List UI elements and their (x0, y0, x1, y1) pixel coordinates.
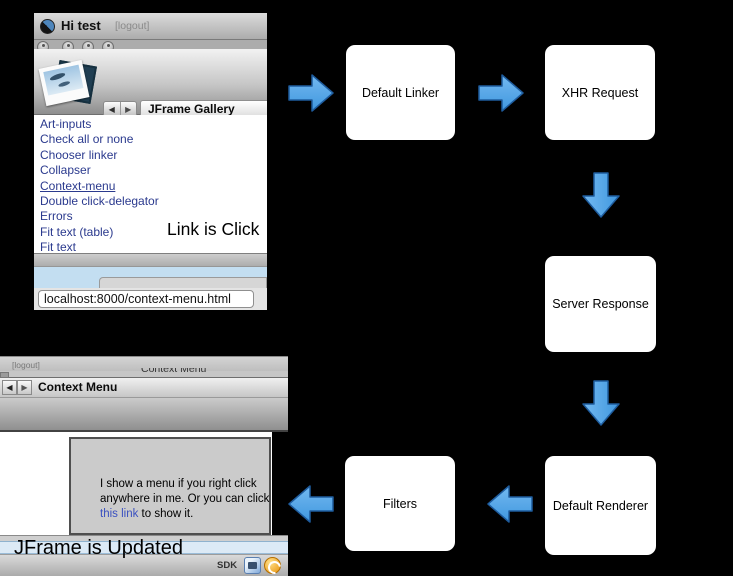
logout-link[interactable]: [logout] (12, 360, 40, 370)
gallery-link[interactable]: Chooser linker (40, 147, 118, 162)
cropped-heading-strip (0, 371, 288, 378)
context-window: [logout] Context Menu ◀ ▶ Context Menu I… (0, 356, 288, 576)
arrow-down-icon (582, 380, 620, 426)
flow-node-default-renderer: Default Renderer (545, 456, 656, 555)
gallery-link[interactable]: Errors (40, 209, 73, 224)
url-field[interactable]: localhost:8000/context-menu.html (38, 290, 254, 308)
flow-node-default-linker: Default Linker (346, 45, 455, 140)
back-icon[interactable]: ◀ (108, 104, 115, 114)
sdk-label: SDK (217, 560, 238, 571)
gallery-link[interactable]: Double click-delegator (40, 194, 159, 209)
arrow-down-icon (582, 172, 620, 218)
forward-icon[interactable]: ▶ (17, 380, 32, 395)
gallery-link-list: Art-inputs Check all or none Chooser lin… (34, 115, 267, 255)
flow-node-label: Filters (382, 496, 418, 511)
flow-node-filters: Filters (345, 456, 455, 551)
toolbar-circle-icon[interactable] (102, 41, 114, 49)
gallery-link-context-menu[interactable]: Context-menu (40, 178, 116, 193)
context-toolbar: ◀ ▶ Context Menu (0, 378, 288, 398)
toolbar-circle-icon[interactable] (62, 41, 74, 49)
gallery-link[interactable]: Fit text (table) (40, 224, 114, 239)
flow-node-label: Server Response (552, 297, 649, 311)
toolbar-title: Context Menu (38, 380, 118, 394)
back-icon[interactable]: ◀ (2, 380, 17, 395)
flow-node-xhr-request: XHR Request (545, 45, 655, 140)
gallery-link[interactable]: Fit text (40, 240, 77, 255)
flow-node-label: XHR Request (561, 85, 639, 100)
gallery-toolbar: ◀ ▶ JFrame Gallery (34, 49, 267, 118)
arrow-left-icon (288, 485, 334, 523)
photo-gallery-icon (38, 57, 100, 111)
arrow-right-icon (478, 74, 524, 112)
bottom-bar: SDK (0, 554, 288, 576)
flow-node-label: Default Linker (361, 85, 440, 100)
gallery-link[interactable]: Collapser (40, 163, 91, 178)
app-globe-icon (40, 19, 55, 34)
annotation-jframe-updated: JFrame is Updated (14, 537, 183, 559)
arrow-left-icon (487, 485, 533, 523)
flow-node-label: Default Renderer (552, 498, 649, 513)
logout-link[interactable]: [logout] (115, 20, 150, 32)
toolbar-circle-icon[interactable] (37, 41, 49, 49)
page-icon (0, 372, 9, 378)
this-link[interactable]: this link (100, 508, 139, 520)
annotation-link-clicked: Link is Click (167, 219, 260, 239)
gallery-titlebar: Hi test [logout] (34, 13, 267, 40)
divider-strip (0, 535, 288, 541)
context-titlebar: [logout] (0, 356, 288, 371)
context-content: I show a menu if you right click anywher… (0, 432, 272, 535)
gallery-link[interactable]: Art-inputs (40, 117, 92, 131)
gallery-window: Hi test [logout] ◀ ▶ JFrame Gallery Art-… (34, 13, 267, 310)
toolbar-button-row (34, 40, 267, 49)
swirl-badge-icon[interactable] (264, 557, 284, 576)
context-menu-panel[interactable]: I show a menu if you right click anywher… (69, 437, 271, 535)
toolbar-circle-icon[interactable] (82, 41, 94, 49)
gallery-link[interactable]: Check all or none (40, 132, 134, 147)
arrow-right-icon (288, 74, 334, 112)
cropped-page-heading: Context Menu (141, 368, 207, 375)
window-title: Hi test (61, 18, 101, 33)
photo-icon[interactable] (244, 557, 261, 574)
status-bar (0, 541, 288, 554)
toolbar-gradient-area (0, 398, 288, 432)
sheet-tab (99, 277, 267, 288)
location-sheet: localhost:8000/context-menu.html (34, 288, 267, 310)
horizontal-divider-bar (34, 253, 267, 267)
forward-icon[interactable]: ▶ (119, 102, 137, 116)
panel-text: I show a menu if you right click anywher… (100, 478, 270, 520)
flow-node-server-response: Server Response (545, 256, 656, 352)
